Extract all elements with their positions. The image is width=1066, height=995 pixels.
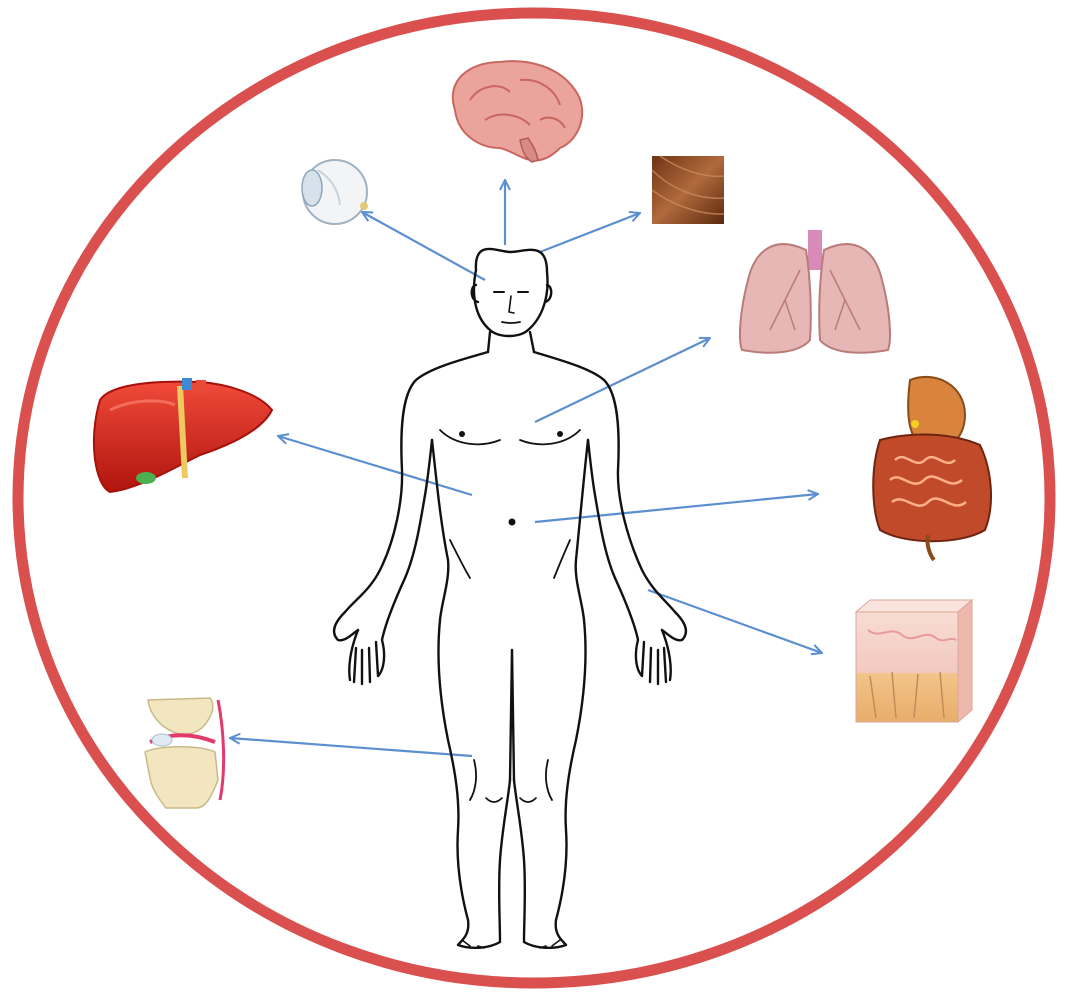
- liver-icon: [94, 378, 272, 492]
- hair-icon: [652, 156, 724, 224]
- skin-icon: [856, 600, 972, 722]
- digestive-system-icon: [873, 377, 991, 560]
- arrows: [230, 180, 822, 756]
- arrow-to-lungs: [535, 338, 710, 422]
- arrow-to-eye: [362, 212, 485, 280]
- human-body-outline: [334, 249, 686, 948]
- knee-joint-icon: [145, 698, 224, 808]
- arrow-to-skin: [648, 590, 822, 653]
- eye-icon: [302, 160, 368, 224]
- arrow-to-hair: [540, 213, 640, 252]
- lungs-icon: [740, 230, 890, 353]
- arrow-to-gut: [535, 494, 818, 522]
- brain-icon: [453, 61, 582, 162]
- arrow-to-liver: [278, 436, 472, 495]
- arrow-to-knee: [230, 738, 472, 756]
